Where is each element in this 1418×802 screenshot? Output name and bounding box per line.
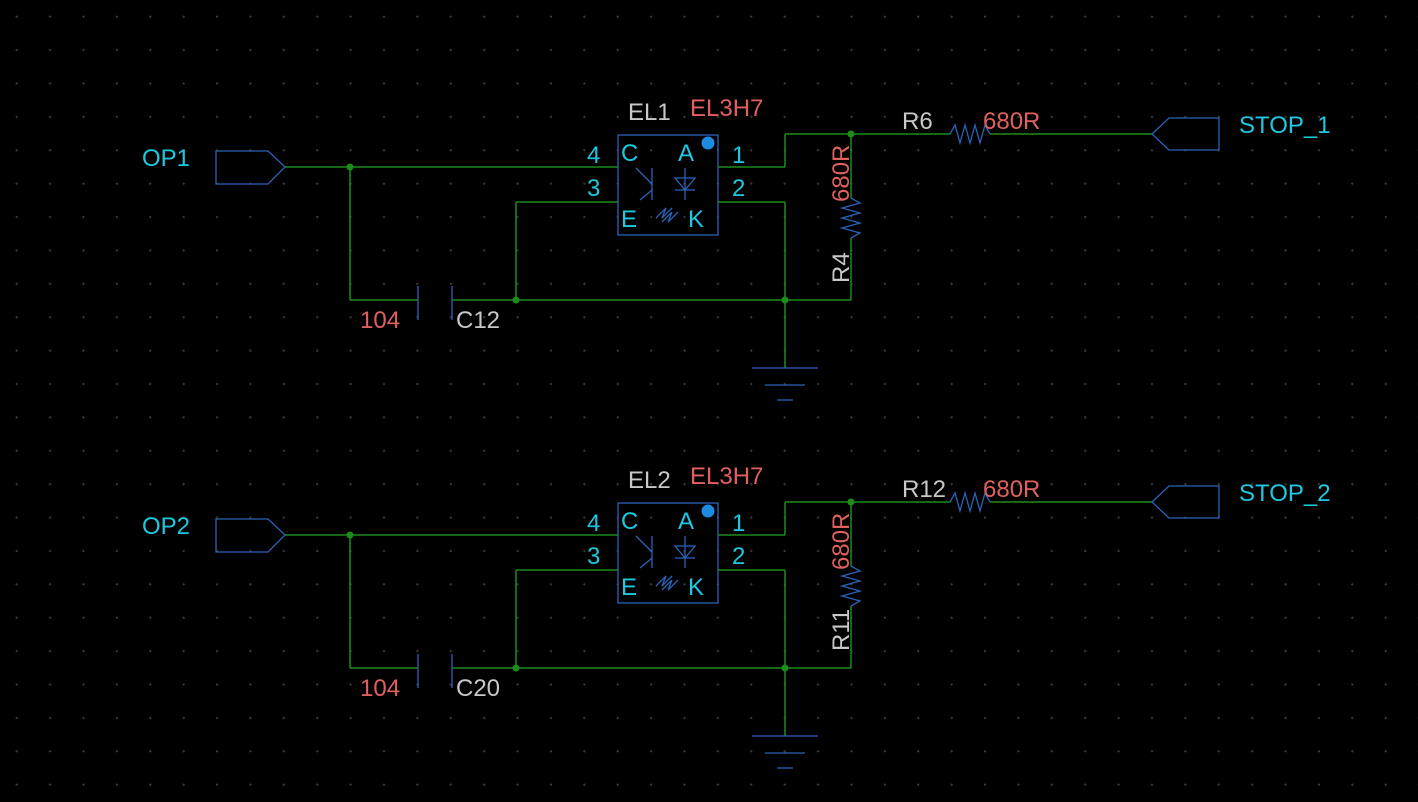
junction	[512, 664, 520, 672]
port-op2-label: OP2	[142, 513, 190, 540]
capacitor-c12[interactable]	[417, 286, 453, 320]
optocoupler-el2[interactable]	[617, 502, 719, 604]
r11-designator: R11	[828, 609, 855, 651]
junction	[847, 498, 855, 506]
resistor-r6[interactable]	[949, 122, 991, 146]
el1-pin-e: E	[621, 206, 637, 233]
el1-pin-3: 3	[587, 175, 600, 202]
c20-value: 104	[360, 675, 400, 702]
el1-pin-c: C	[621, 140, 638, 167]
optocoupler-el1[interactable]	[617, 134, 719, 236]
circuit-1: OP1	[142, 95, 1331, 401]
port-op1-label: OP1	[142, 145, 190, 172]
junction	[781, 664, 789, 672]
el1-pin-1: 1	[732, 142, 745, 169]
r11-value: 680R	[828, 513, 855, 570]
junction	[781, 296, 789, 304]
c12-value: 104	[360, 307, 400, 334]
el2-part: EL3H7	[690, 463, 763, 490]
junction	[346, 163, 354, 171]
ground-symbol-2	[752, 735, 818, 769]
el1-pin-4: 4	[587, 142, 600, 169]
r6-value: 680R	[983, 108, 1040, 135]
port-stop1-label: STOP_1	[1239, 112, 1331, 139]
el2-pin-4: 4	[587, 510, 600, 537]
r12-value: 680R	[983, 476, 1040, 503]
el1-part: EL3H7	[690, 95, 763, 122]
port-op2[interactable]	[215, 518, 286, 553]
resistor-r11[interactable]	[839, 565, 863, 607]
resistor-r12[interactable]	[949, 490, 991, 514]
circuit-2: OP2	[142, 463, 1331, 769]
capacitor-c20[interactable]	[417, 654, 453, 688]
port-stop2[interactable]	[1151, 485, 1220, 519]
junction	[512, 296, 520, 304]
port-stop2-label: STOP_2	[1239, 480, 1331, 507]
el2-pin-2: 2	[732, 543, 745, 570]
r12-designator: R12	[902, 476, 946, 503]
el1-pin-a: A	[678, 140, 694, 167]
el2-pin-3: 3	[587, 543, 600, 570]
el2-pin-e: E	[621, 574, 637, 601]
c20-designator: C20	[456, 675, 500, 702]
port-op1[interactable]	[215, 150, 286, 185]
el1-designator: EL1	[628, 99, 671, 126]
junction	[346, 531, 354, 539]
el2-pin-1: 1	[732, 510, 745, 537]
c12-designator: C12	[456, 307, 500, 334]
el2-pin-k: K	[688, 574, 704, 601]
r4-value: 680R	[828, 145, 855, 202]
el2-pin-a: A	[678, 508, 694, 535]
el2-designator: EL2	[628, 467, 671, 494]
junction	[847, 130, 855, 138]
resistor-r4[interactable]	[839, 197, 863, 239]
el1-pin-k: K	[688, 206, 704, 233]
el1-pin-2: 2	[732, 175, 745, 202]
r4-designator: R4	[828, 252, 855, 283]
el2-pin-c: C	[621, 508, 638, 535]
port-stop1[interactable]	[1151, 117, 1220, 151]
r6-designator: R6	[902, 108, 933, 135]
ground-symbol-1	[752, 367, 818, 401]
